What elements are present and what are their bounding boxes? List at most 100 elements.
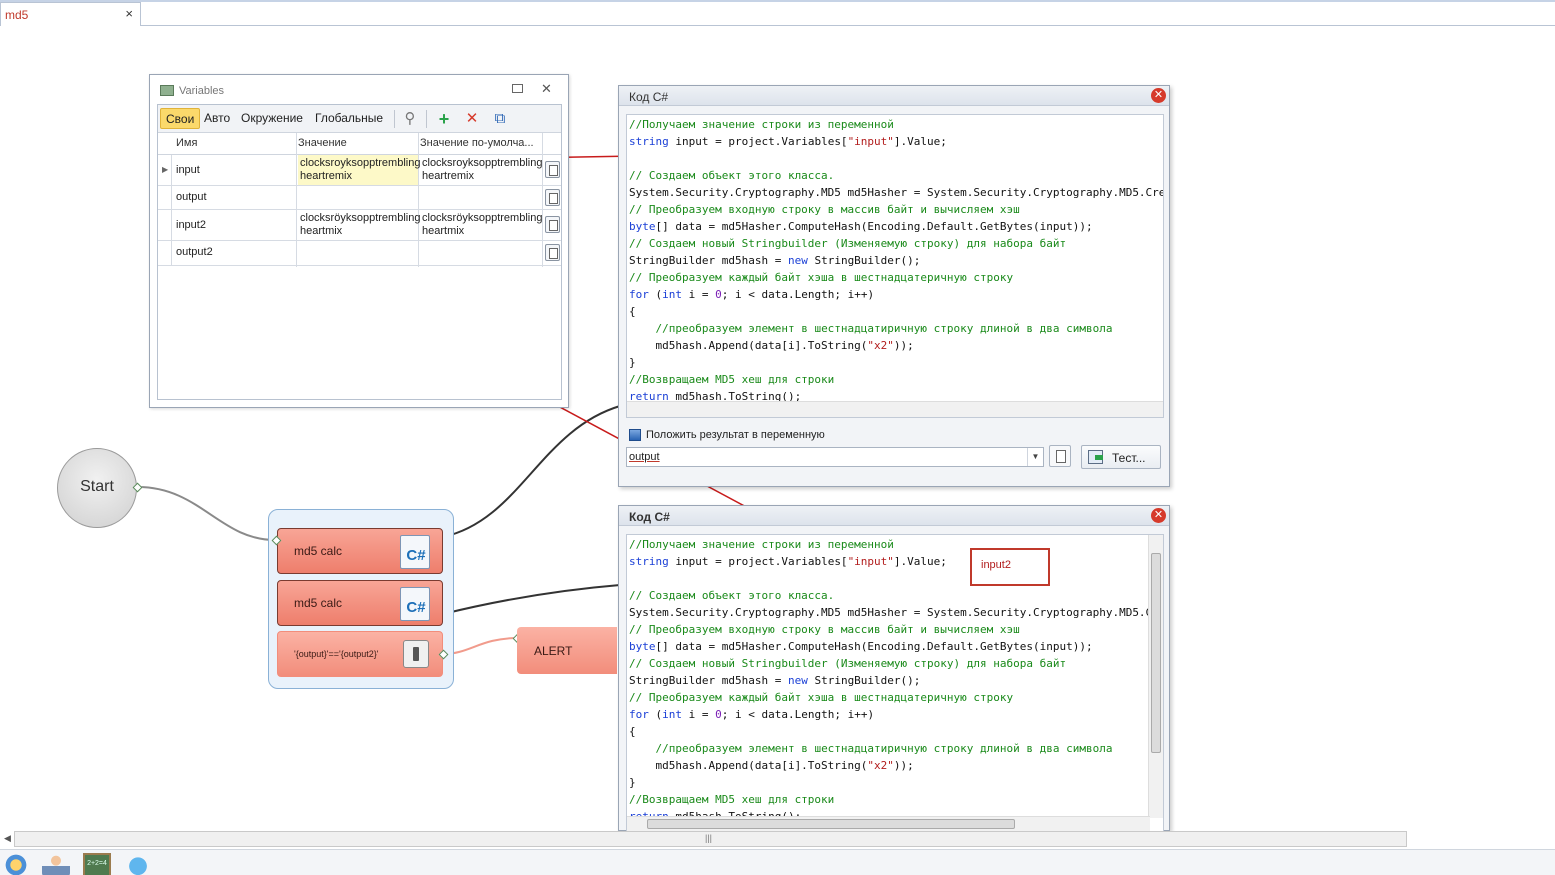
code-line[interactable]: StringBuilder md5hash = new StringBuilde… (629, 252, 920, 269)
action-md5-calc-1[interactable]: md5 calc C# (277, 528, 443, 574)
code-window-title-bar[interactable]: Код C# ✕ (619, 86, 1169, 106)
close-icon[interactable]: ✕ (1151, 88, 1166, 103)
test-button[interactable]: Тест... (1081, 445, 1161, 469)
variable-default[interactable] (420, 188, 542, 192)
copy-icon[interactable] (545, 216, 560, 233)
code-line[interactable]: { (629, 303, 636, 320)
chevron-down-icon[interactable]: ▼ (1027, 448, 1043, 466)
close-icon[interactable]: ✕ (1151, 508, 1166, 523)
variable-name[interactable]: input2 (176, 219, 206, 231)
code-line[interactable]: // Создаем новый Stringbuilder (Изменяем… (629, 235, 1066, 252)
column-default-value[interactable]: Значение по-умолча... (420, 137, 534, 149)
code-line[interactable]: StringBuilder md5hash = new StringBuilde… (629, 672, 920, 689)
code-editor[interactable]: return md5hash.ToString();//Возвращаем M… (626, 114, 1164, 418)
code-window-1[interactable]: Код C# ✕ return md5hash.ToString();//Воз… (618, 85, 1170, 487)
code-line[interactable]: //преобразуем элемент в шестнадцатиричну… (629, 320, 1113, 337)
code-window-2[interactable]: Код C# ✕ return md5hash.ToString();//Воз… (618, 505, 1170, 832)
start-node[interactable]: Start (57, 448, 137, 528)
variable-default[interactable] (420, 243, 542, 247)
code-window-title-bar[interactable]: Код C# ✕ (619, 506, 1169, 526)
scroll-thumb[interactable] (647, 819, 1015, 829)
scroll-left-icon[interactable]: ◀ (4, 833, 11, 843)
code-line[interactable]: //Получаем значение строки из переменной (629, 116, 894, 133)
code-line[interactable]: string input = project.Variables["input"… (629, 133, 947, 150)
code-line[interactable]: //Возвращаем MD5 хеш для строки (629, 791, 834, 808)
delete-icon[interactable]: ✕ (465, 110, 479, 127)
code-token: ( (648, 708, 663, 721)
variable-default[interactable]: clocksröyksopptrembling heartmix (422, 212, 543, 237)
code-line[interactable]: // Преобразуем каждый байт хэша в шестна… (629, 269, 1013, 286)
tab-md5[interactable]: md5 × (0, 2, 141, 26)
table-row[interactable]: ▶ input clocksroyksopptrembling heartrem… (158, 155, 561, 186)
copy-icon[interactable] (545, 161, 560, 178)
close-tab-icon[interactable]: × (125, 6, 133, 21)
alert-node[interactable]: ALERT (517, 627, 617, 674)
copy-variable-button[interactable] (1049, 445, 1071, 467)
scroll-thumb[interactable] (1151, 553, 1161, 753)
code-line[interactable]: md5hash.Append(data[i].ToString("x2")); (629, 337, 913, 354)
output-variable-select[interactable]: output ▼ (626, 447, 1044, 467)
variables-window-title-bar[interactable]: Variables ✕ (150, 75, 568, 105)
copy-icon[interactable] (545, 244, 560, 261)
bot-icon[interactable] (124, 853, 152, 875)
table-row[interactable]: output2 (158, 241, 561, 266)
variable-name[interactable]: output (176, 191, 207, 203)
export-icon[interactable]: ⧉ (494, 110, 506, 127)
code-line[interactable]: byte[] data = md5Hasher.ComputeHash(Enco… (629, 638, 1093, 655)
column-name[interactable]: Имя (176, 137, 198, 149)
store-result-checkbox[interactable] (629, 429, 641, 441)
variables-window[interactable]: Variables ✕ Свои Авто Окружение Глобальн… (149, 74, 569, 408)
restore-window-icon[interactable] (512, 84, 523, 93)
code-line[interactable]: byte[] data = md5Hasher.ComputeHash(Enco… (629, 218, 1093, 235)
horizontal-scrollbar[interactable] (627, 816, 1150, 831)
variable-name[interactable]: output2 (176, 246, 213, 258)
code-line[interactable]: // Создаем объект этого класса. (629, 587, 834, 604)
code-line[interactable]: { (629, 723, 636, 740)
code-line[interactable]: for (int i = 0; i < data.Length; i++) (629, 286, 874, 303)
horizontal-scrollbar[interactable] (627, 401, 1163, 417)
variable-name[interactable]: input (176, 164, 200, 176)
variable-value[interactable] (298, 243, 418, 247)
code-line[interactable]: System.Security.Cryptography.MD5 md5Hash… (629, 184, 1163, 201)
column-value[interactable]: Значение (298, 137, 347, 149)
variable-value[interactable]: clocksroyksopptrembling heartremix (298, 155, 420, 185)
code-line[interactable]: //Возвращаем MD5 хеш для строки (629, 371, 834, 388)
code-line[interactable]: string input = project.Variables["input"… (629, 553, 947, 570)
variable-value[interactable]: clocksröyksopptrembling heartmix (300, 212, 421, 237)
action-md5-calc-2[interactable]: md5 calc C# (277, 580, 443, 626)
code-line[interactable]: // Преобразуем входную строку в массив б… (629, 621, 1020, 638)
close-window-icon[interactable]: ✕ (541, 81, 552, 96)
add-icon[interactable]: + (438, 109, 450, 129)
code-line[interactable]: // Создаем новый Stringbuilder (Изменяем… (629, 655, 1066, 672)
code-line[interactable]: System.Security.Cryptography.MD5 md5Hash… (629, 604, 1163, 621)
tab-global-variables[interactable]: Глобальные (315, 111, 384, 125)
code-line[interactable]: // Преобразуем каждый байт хэша в шестна… (629, 689, 1013, 706)
vertical-scrollbar[interactable] (1148, 535, 1163, 818)
user-icon[interactable] (42, 853, 70, 875)
code-line[interactable]: // Преобразуем входную строку в массив б… (629, 201, 1020, 218)
table-row[interactable]: output (158, 186, 561, 210)
action-condition[interactable]: '{output}'=='{output2}' (277, 631, 443, 677)
code-line[interactable]: return md5hash.ToString(); (629, 388, 801, 405)
code-line[interactable]: //Получаем значение строки из переменной (629, 536, 894, 553)
scroll-grip-icon[interactable]: ||| (705, 833, 713, 843)
code-line[interactable]: } (629, 354, 636, 371)
table-row[interactable]: input2 clocksröyksopptrembling heartmix … (158, 210, 561, 241)
settings-gears-icon[interactable] (2, 853, 30, 875)
variable-default[interactable]: clocksroyksopptrembling heartremix (422, 157, 543, 182)
code-line[interactable]: // Создаем объект этого класса. (629, 167, 834, 184)
code-line[interactable]: for (int i = 0; i < data.Length; i++) (629, 706, 874, 723)
filter-icon[interactable]: ⚲ (404, 110, 416, 127)
code-line[interactable]: //преобразуем элемент в шестнадцатиричну… (629, 740, 1113, 757)
code-token: i = (682, 708, 716, 721)
tab-own-variables[interactable]: Свои (160, 108, 201, 129)
chalkboard-icon[interactable]: 2+2=4 (83, 853, 111, 875)
tab-environment-variables[interactable]: Окружение (241, 111, 303, 125)
code-editor[interactable]: return md5hash.ToString();//Возвращаем M… (626, 534, 1164, 832)
code-line[interactable]: } (629, 774, 636, 791)
copy-icon[interactable] (545, 189, 560, 206)
tab-auto-variables[interactable]: Авто (204, 111, 231, 125)
canvas-horizontal-scrollbar[interactable]: ◀ ||| (4, 831, 1407, 847)
variable-value[interactable] (298, 188, 418, 192)
code-line[interactable]: md5hash.Append(data[i].ToString("x2")); (629, 757, 913, 774)
